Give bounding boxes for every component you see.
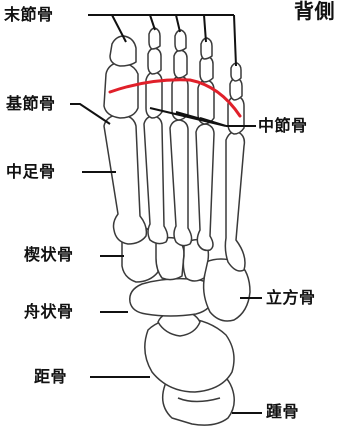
- middle-phalanx-3: [174, 50, 187, 78]
- label-proximal-phalanx: 基節骨: [6, 95, 56, 113]
- metatarsal-4: [196, 124, 214, 250]
- middle-phalanx-4: [200, 56, 213, 82]
- distal-phalanx-1: [110, 36, 136, 66]
- label-talus: 距骨: [34, 368, 67, 386]
- label-calcaneus: 踵骨: [266, 403, 299, 421]
- label-cuneiform: 楔状骨: [24, 246, 74, 264]
- label-metatarsal: 中足骨: [6, 163, 56, 181]
- label-navicular: 舟状骨: [24, 303, 74, 321]
- metatarsal-5: [225, 132, 245, 271]
- diagram-title: 背側: [294, 2, 335, 20]
- metatarsal-1: [104, 114, 146, 244]
- distal-phalanx-2: [149, 28, 160, 49]
- label-distal-phalanx: 末節骨: [4, 6, 54, 24]
- middle-phalanx-2: [148, 48, 161, 74]
- label-middle-phalanx: 中節骨: [258, 117, 308, 135]
- metatarsal-3: [170, 120, 192, 246]
- metatarsal-2: [144, 116, 168, 244]
- label-cuboid: 立方骨: [266, 289, 316, 307]
- navicular-bone: [130, 279, 214, 316]
- distal-phalanx-3: [175, 30, 186, 51]
